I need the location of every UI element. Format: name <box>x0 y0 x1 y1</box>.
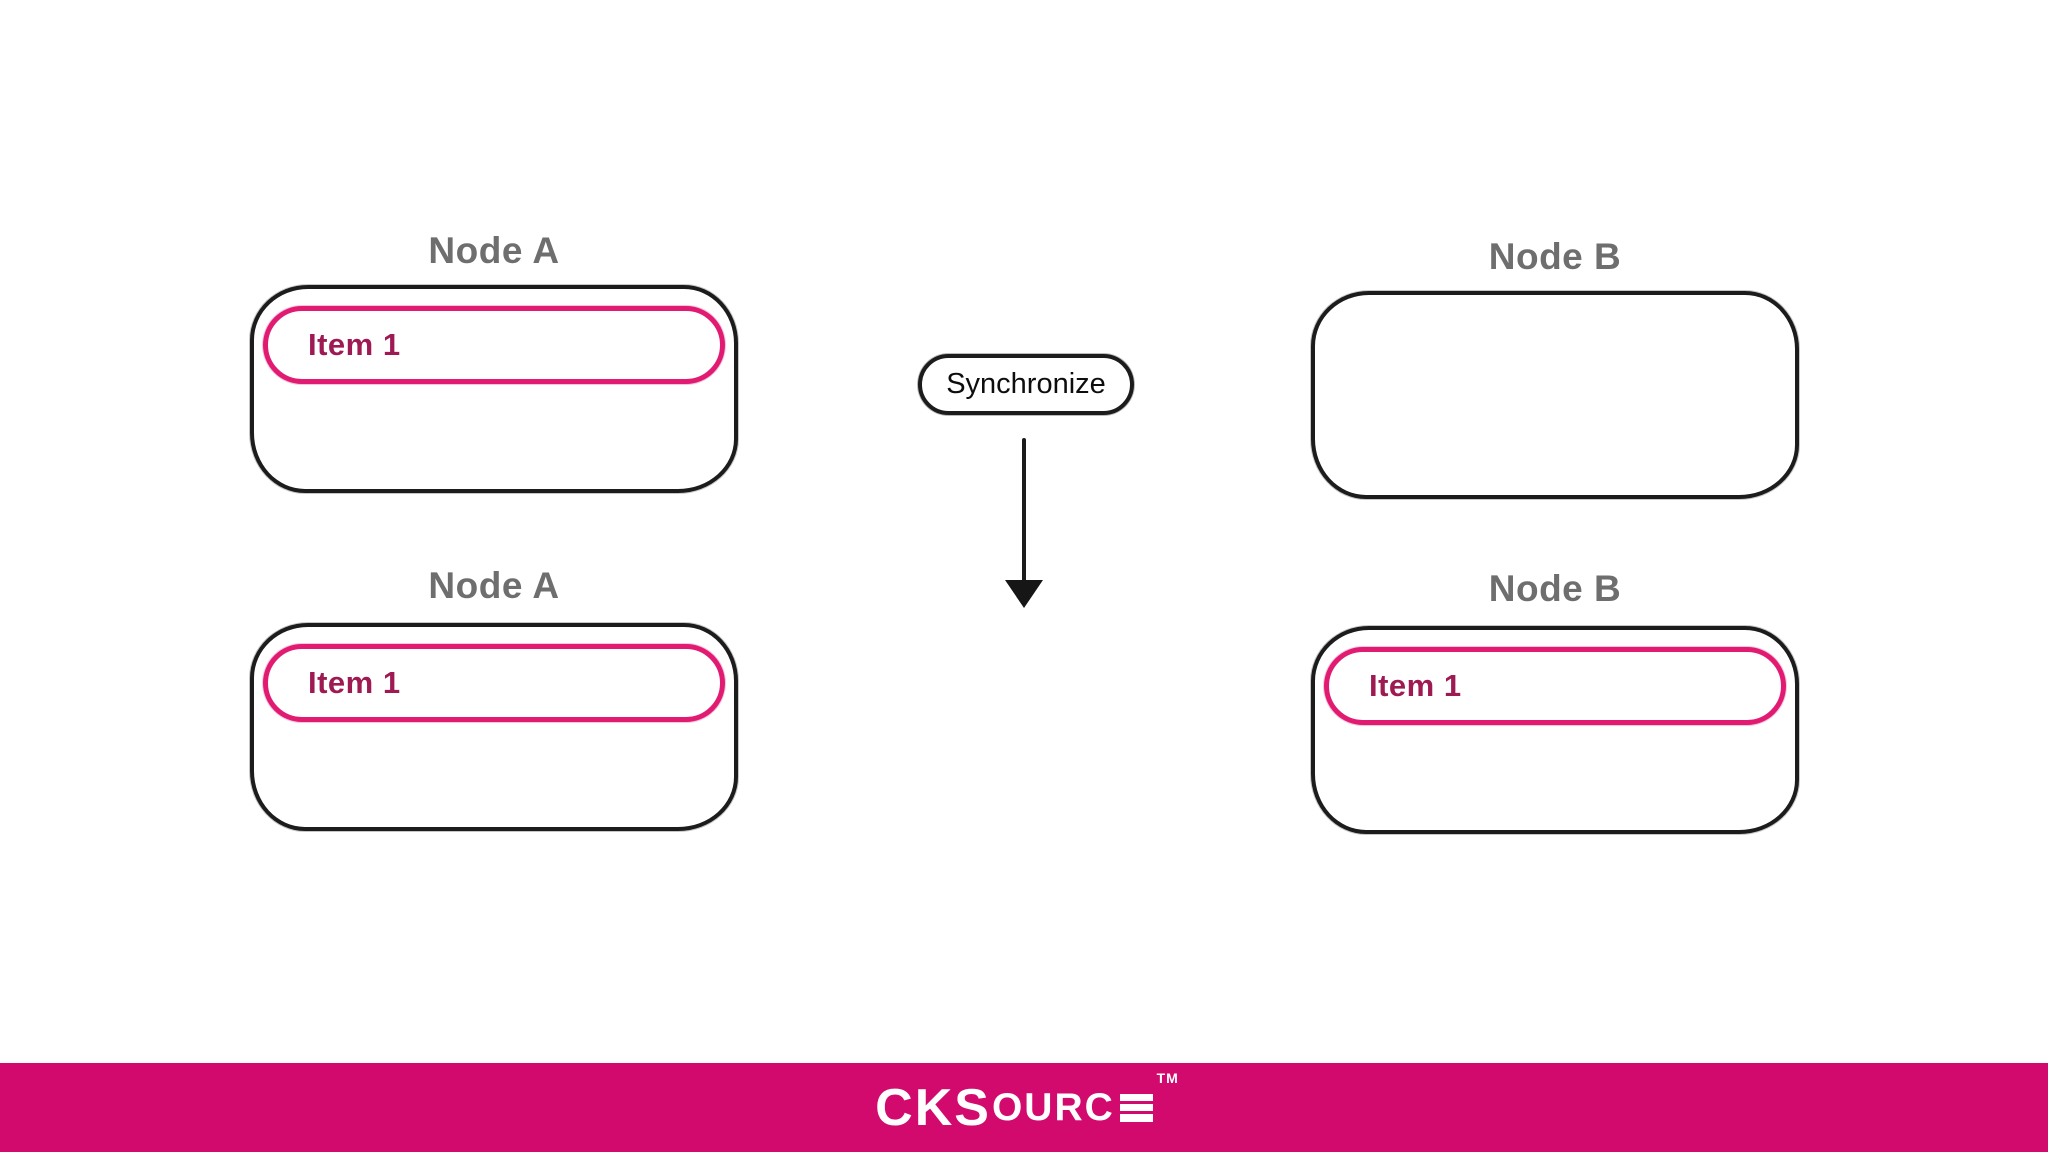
node-a-box-after: Item 1 <box>250 623 738 831</box>
footer-bar: CKS OURC TM <box>0 1063 2048 1152</box>
node-a-label-before: Node A <box>428 230 560 271</box>
synchronize-pill: Synchronize <box>918 354 1134 415</box>
logo-text-big: CKS <box>875 1078 991 1137</box>
node-b-box-before <box>1311 291 1799 499</box>
item-label: Item 1 <box>1369 668 1462 703</box>
down-arrow-icon <box>1005 580 1043 608</box>
down-arrow-line <box>1022 438 1026 582</box>
node-a-box-before: Item 1 <box>250 285 738 493</box>
logo-text-small: OURC <box>991 1086 1115 1129</box>
item-pill: Item 1 <box>263 644 725 722</box>
item-pill: Item 1 <box>1324 647 1786 725</box>
cksource-logo: CKS OURC TM <box>875 1070 1178 1137</box>
three-horizontal-bars-e-icon <box>1119 1093 1153 1122</box>
item-pill: Item 1 <box>263 306 725 384</box>
node-a-label-after: Node A <box>428 565 560 606</box>
node-b-label-before: Node B <box>1488 236 1622 277</box>
item-label: Item 1 <box>308 665 401 700</box>
trademark-symbol: TM <box>1156 1069 1179 1086</box>
item-label: Item 1 <box>308 327 401 362</box>
synchronize-label: Synchronize <box>946 368 1106 400</box>
node-b-label-after: Node B <box>1488 568 1622 609</box>
node-b-box-after: Item 1 <box>1311 626 1799 834</box>
